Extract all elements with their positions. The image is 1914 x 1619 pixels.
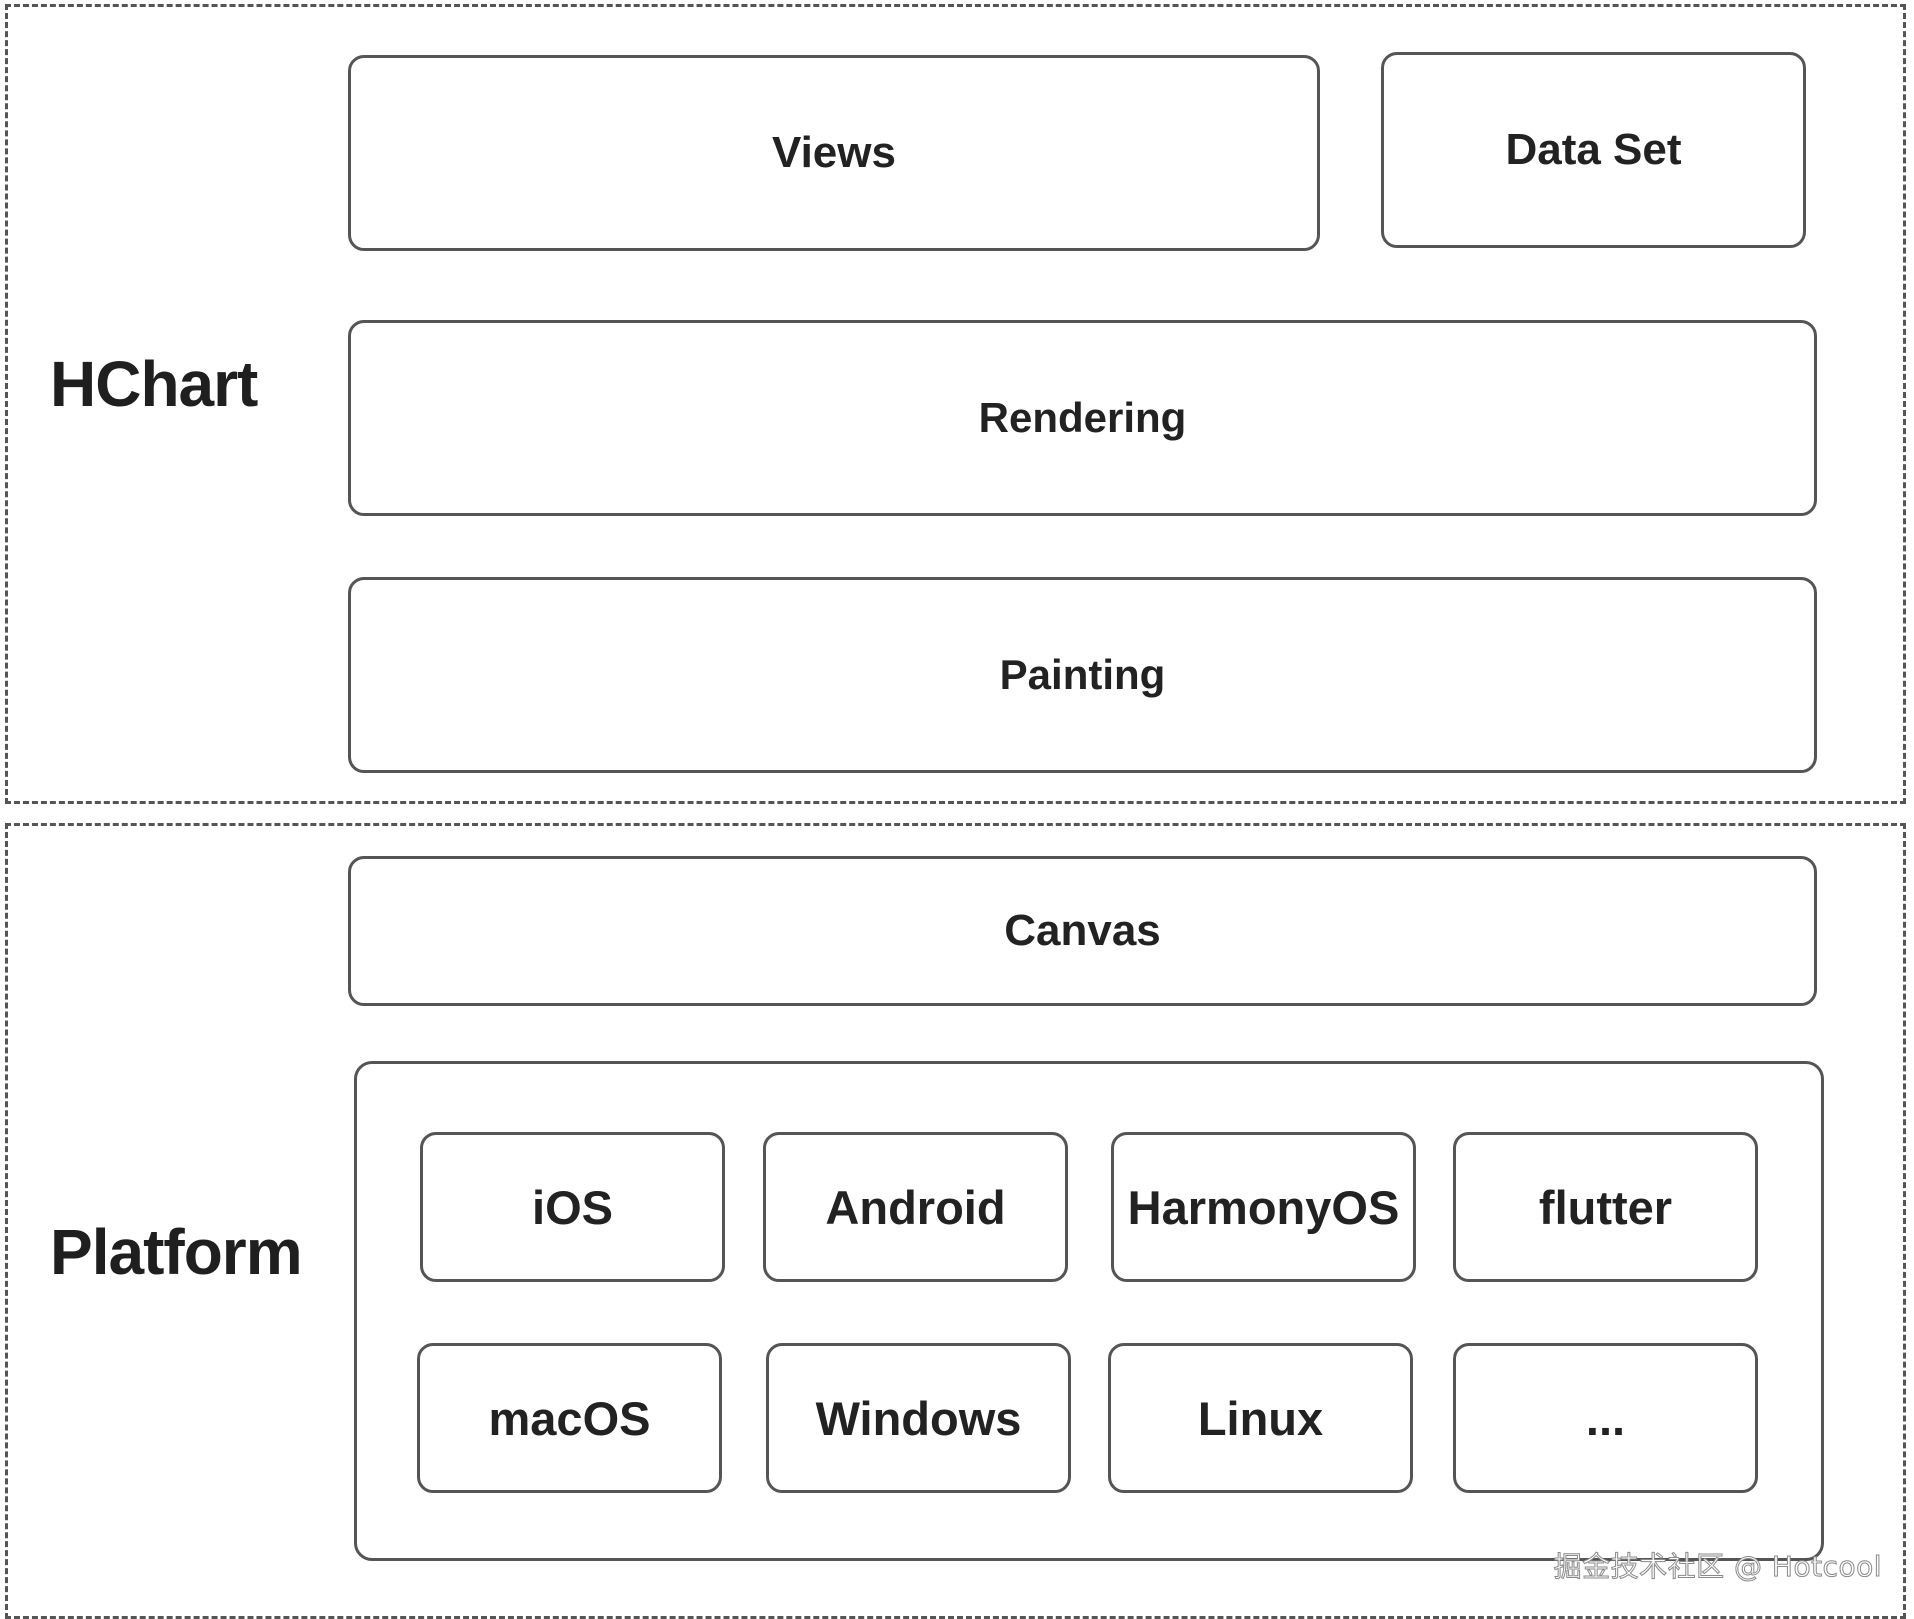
platform-item-ios: iOS [420, 1132, 725, 1282]
platform-item-more: ... [1453, 1343, 1758, 1493]
platform-item-linux: Linux [1108, 1343, 1413, 1493]
platform-section [5, 823, 1906, 1619]
platform-item-windows: Windows [766, 1343, 1071, 1493]
platform-label: Platform [50, 1216, 303, 1288]
rendering-box: Rendering [348, 320, 1817, 516]
platform-item-macos: macOS [417, 1343, 722, 1493]
hchart-section [5, 4, 1906, 804]
canvas-box: Canvas [348, 856, 1817, 1006]
views-box: Views [348, 55, 1320, 251]
platform-item-android: Android [763, 1132, 1068, 1282]
data-set-box: Data Set [1381, 52, 1806, 248]
platform-item-flutter: flutter [1453, 1132, 1758, 1282]
watermark: 掘金技术社区 @ Hotcool [1553, 1550, 1882, 1584]
platform-item-harmonyos: HarmonyOS [1111, 1132, 1416, 1282]
hchart-label: HChart [50, 348, 258, 420]
painting-box: Painting [348, 577, 1817, 773]
